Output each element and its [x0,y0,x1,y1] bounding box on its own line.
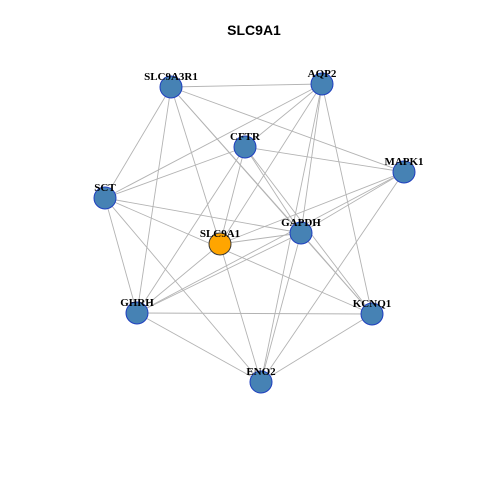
edge-slc9a3r1-sct [104,86,172,199]
node-label-slc9a1: SLC9A1 [200,228,240,240]
edge-gapdh-eno2 [260,232,302,383]
edge-ghrh-eno2 [136,312,262,383]
node-label-cftr: CFTR [230,131,261,143]
node-aqp2 [310,72,334,96]
node-cftr [233,135,257,159]
edge-gapdh-ghrh [136,232,302,314]
edge-sct-eno2 [104,197,262,383]
node-label-eno2: ENO2 [246,366,276,378]
node-label-sct: SCT [94,182,116,194]
node-eno2 [249,370,273,394]
edge-sct-ghrh [104,197,138,314]
node-gapdh [289,221,313,245]
edge-slc9a1-ghrh [136,243,221,314]
edge-cftr-slc9a1 [219,146,246,245]
node-label-gapdh: GAPDH [281,217,321,229]
edge-sct-gapdh [104,197,302,234]
node-label-aqp2: AQP2 [308,68,337,80]
edge-sct-kcnq1 [104,197,373,315]
node-ghrh [125,301,149,325]
node-label-slc9a3r1: SLC9A3R1 [144,71,198,83]
edge-slc9a3r1-mapk1 [170,86,405,173]
node-slc9a3r1 [159,75,183,99]
edge-cftr-gapdh [244,146,302,234]
edge-aqp2-sct [104,83,323,199]
edge-aqp2-kcnq1 [321,83,373,315]
node-kcnq1 [360,302,384,326]
edge-gapdh-slc9a1 [219,232,302,245]
edge-mapk1-ghrh [136,171,405,314]
edge-aqp2-gapdh [300,83,323,234]
edge-aqp2-cftr [244,83,323,148]
edge-ghrh-kcnq1 [136,312,373,315]
node-label-mapk1: MAPK1 [384,156,423,168]
node-slc9a1 [208,232,232,256]
edge-slc9a3r1-ghrh [136,86,172,314]
edge-gapdh-kcnq1 [300,232,373,315]
node-sct [93,186,117,210]
edge-cftr-ghrh [136,146,246,314]
edges-layer [104,83,405,383]
edge-aqp2-slc9a1 [219,83,323,245]
edge-mapk1-slc9a1 [219,171,405,245]
diagram-title: SLC9A1 [227,22,281,38]
node-label-kcnq1: KCNQ1 [353,298,392,310]
node-mapk1 [392,160,416,184]
edge-cftr-sct [104,146,246,199]
node-label-ghrh: GHRH [120,297,154,309]
edge-slc9a3r1-aqp2 [170,83,323,88]
edge-cftr-mapk1 [244,146,405,173]
nodes-layer [93,72,416,394]
edge-kcnq1-eno2 [260,313,373,383]
edge-mapk1-eno2 [260,171,405,383]
edge-mapk1-gapdh [300,171,405,234]
